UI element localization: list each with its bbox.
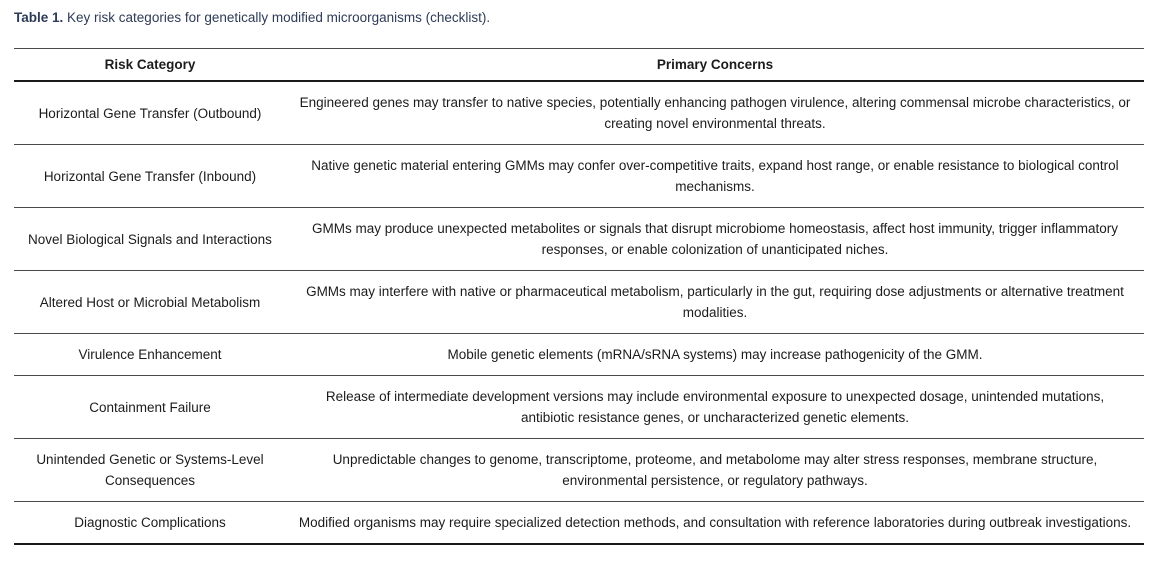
risk-category-cell: Containment Failure: [14, 375, 286, 439]
primary-concerns-cell: GMMs may interfere with native or pharma…: [286, 270, 1144, 334]
risk-category-cell: Novel Biological Signals and Interaction…: [14, 207, 286, 271]
primary-concerns-cell: Engineered genes may transfer to native …: [286, 81, 1144, 145]
risk-category-cell: Horizontal Gene Transfer (Outbound): [14, 81, 286, 145]
primary-concerns-cell: Native genetic material entering GMMs ma…: [286, 144, 1144, 208]
table-row: Virulence Enhancement Mobile genetic ele…: [14, 333, 1144, 376]
table-row: Containment Failure Release of intermedi…: [14, 375, 1144, 439]
primary-concerns-cell: Modified organisms may require specializ…: [286, 501, 1144, 545]
primary-concerns-cell: Unpredictable changes to genome, transcr…: [286, 438, 1144, 502]
table-row: Novel Biological Signals and Interaction…: [14, 207, 1144, 271]
risk-category-cell: Unintended Genetic or Systems-Level Cons…: [14, 438, 286, 502]
risk-category-cell: Diagnostic Complications: [14, 501, 286, 545]
paper-page: Table 1. Key risk categories for genetic…: [14, 8, 1144, 545]
table-row: Horizontal Gene Transfer (Inbound) Nativ…: [14, 144, 1144, 208]
primary-concerns-cell: Mobile genetic elements (mRNA/sRNA syste…: [286, 333, 1144, 376]
primary-concerns-cell: Release of intermediate development vers…: [286, 375, 1144, 439]
table-row: Unintended Genetic or Systems-Level Cons…: [14, 438, 1144, 502]
primary-concerns-cell: GMMs may produce unexpected metabolites …: [286, 207, 1144, 271]
table-header-row: Risk Category Primary Concerns: [14, 48, 1144, 82]
risk-category-cell: Altered Host or Microbial Metabolism: [14, 270, 286, 334]
column-header-risk-category: Risk Category: [14, 48, 286, 82]
table-caption-text: Key risk categories for genetically modi…: [63, 10, 491, 25]
table-row: Altered Host or Microbial Metabolism GMM…: [14, 270, 1144, 334]
table-caption-label: Table 1.: [14, 10, 64, 25]
table-row: Diagnostic Complications Modified organi…: [14, 501, 1144, 545]
column-header-primary-concerns: Primary Concerns: [286, 48, 1144, 82]
table-row: Horizontal Gene Transfer (Outbound) Engi…: [14, 81, 1144, 145]
risk-category-cell: Virulence Enhancement: [14, 333, 286, 376]
risk-category-cell: Horizontal Gene Transfer (Inbound): [14, 144, 286, 208]
table-caption: Table 1. Key risk categories for genetic…: [14, 8, 1144, 27]
risk-categories-table: Risk Category Primary Concerns Horizonta…: [14, 48, 1144, 545]
